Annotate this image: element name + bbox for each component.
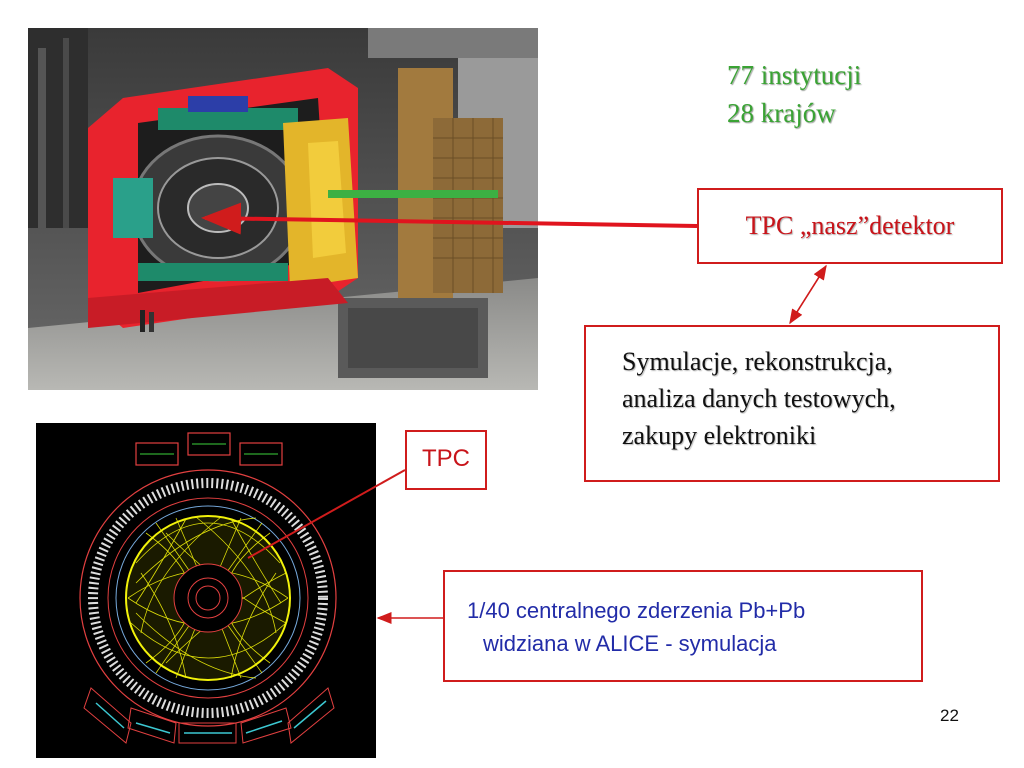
tasks-callout: Symulacje, rekonstrukcja, analiza danych… (584, 325, 1000, 482)
collision-callout: 1/40 centralnego zderzenia Pb+Pb widzian… (443, 570, 923, 682)
tpc-label: TPC (422, 445, 470, 472)
tpc-our-detector-callout: TPC „nasz”detektor (697, 188, 1003, 264)
link-arrow (789, 265, 827, 325)
tpc-callout: TPC (405, 430, 487, 490)
tpc-our-detector-label: TPC „nasz”detektor (745, 211, 955, 240)
task-line: analiza danych testowych, (622, 384, 896, 413)
institutions-count: 77 instytucji (727, 60, 862, 90)
collision-event-display (36, 423, 376, 758)
page-number: 22 (940, 706, 959, 725)
task-line: zakupy elektroniki (622, 421, 817, 450)
collision-line: 1/40 centralnego zderzenia Pb+Pb (467, 598, 806, 623)
task-line: Symulacje, rekonstrukcja, (622, 347, 893, 376)
collision-line: widziana w ALICE - symulacja (483, 631, 777, 656)
countries-count: 28 krajów (727, 98, 836, 128)
detector-illustration (28, 28, 538, 390)
link-arrow-reverse (789, 264, 827, 324)
